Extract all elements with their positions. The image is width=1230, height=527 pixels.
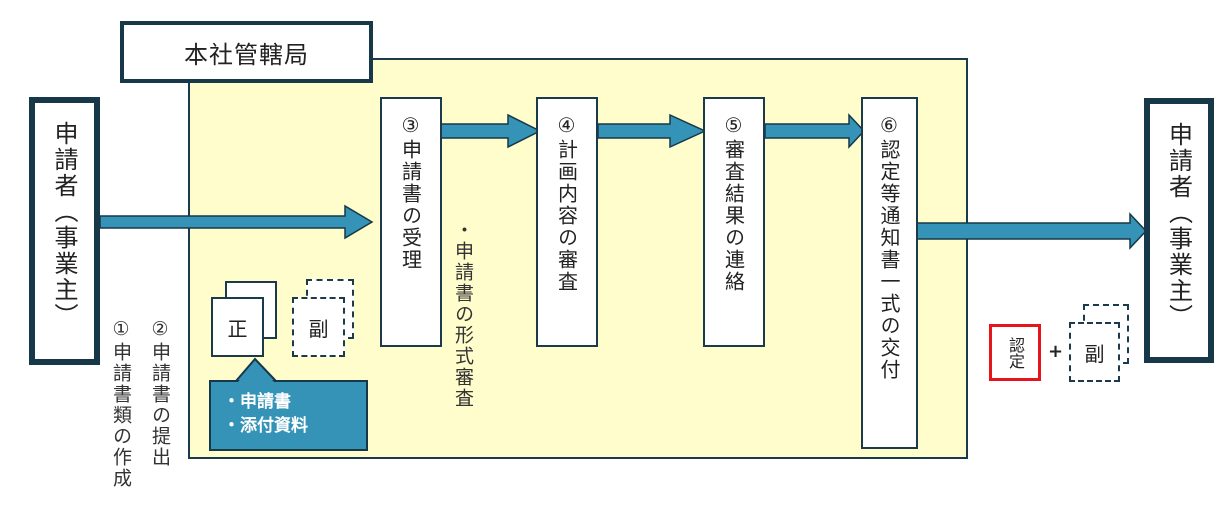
callout-item-application: ・申請書 (223, 392, 291, 412)
applicant-left-label: 申請者（事業主） (50, 121, 78, 329)
step-4-box: ④計画内容の審査 (536, 97, 598, 347)
result-copy-doc-icon: 副 (1069, 322, 1120, 382)
applicant-left-box: 申請者（事業主） (29, 97, 100, 365)
callout-item-attachments: ・添付資料 (223, 416, 308, 436)
step-2-label: ②申請書の提出 (149, 318, 171, 468)
copy-doc-icon: 副 (292, 297, 345, 357)
documents-callout: ・申請書 ・添付資料 (209, 380, 368, 451)
step-6-label: ⑥認定等通知書一式の交付 (877, 113, 901, 381)
original-doc-icon: 正 (211, 297, 264, 357)
original-doc-label: 正 (227, 316, 248, 341)
arrow-step4-to-step5 (597, 113, 707, 149)
plus-sign: + (1048, 341, 1064, 362)
result-copy-doc-label: 副 (1084, 341, 1105, 366)
applicant-right-box: 申請者（事業主） (1144, 98, 1214, 363)
step-4-label: ④計画内容の審査 (554, 113, 579, 293)
step-3-box: ③申請書の受理 (380, 97, 442, 347)
headquarters-title: 本社管轄局 (120, 21, 373, 83)
step-5-box: ⑤審査結果の連絡 (703, 97, 765, 347)
certificate-icon: 認定 (989, 324, 1041, 381)
step-1-label: ①申請書類の作成 (110, 318, 132, 489)
step-5-label: ⑤審査結果の連絡 (721, 113, 746, 293)
step-3-note: ・申請書の形式審査 (452, 220, 474, 409)
step-6-box: ⑥認定等通知書一式の交付 (861, 97, 918, 449)
arrow-applicant-to-step3 (99, 204, 374, 240)
copy-doc-label: 副 (308, 316, 329, 341)
arrow-step6-to-applicant (914, 212, 1148, 250)
headquarters-label: 本社管轄局 (184, 40, 309, 69)
certificate-label: 認定 (1006, 336, 1025, 369)
arrow-step5-to-step6 (764, 113, 866, 149)
applicant-right-label: 申請者（事業主） (1164, 122, 1193, 330)
arrow-step3-to-step4 (440, 113, 542, 149)
step-3-label: ③申請書の受理 (398, 113, 423, 271)
